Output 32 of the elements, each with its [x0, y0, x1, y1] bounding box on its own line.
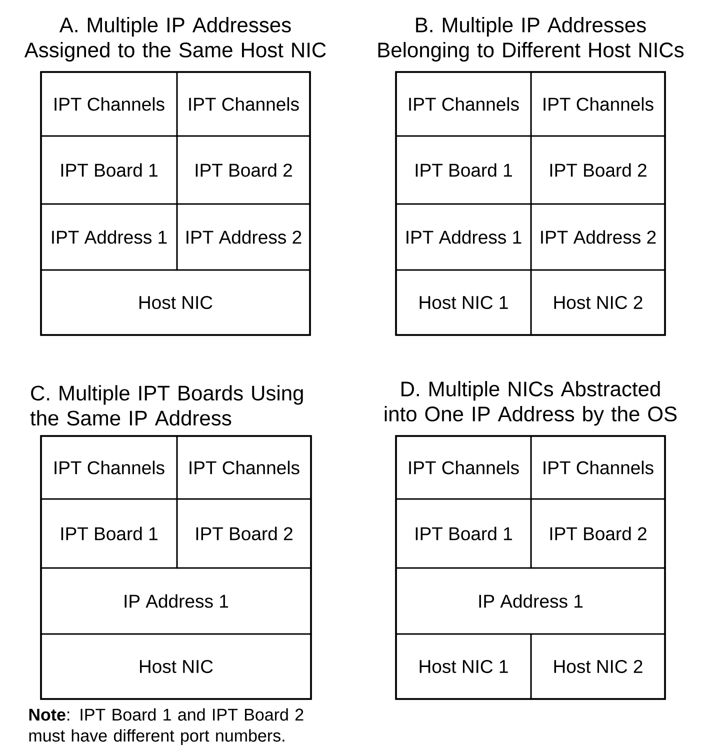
layer-box: IPT Channels [395, 71, 532, 137]
layer-box: Host NIC 2 [530, 269, 666, 336]
layer-box: Host NIC 2 [530, 633, 666, 700]
layer-box: IPT Board 2 [176, 135, 311, 205]
layer-box: IPT Address 1 [395, 203, 532, 271]
layer-box: IPT Channels [395, 435, 532, 500]
layer-box: IPT Address 1 [40, 203, 178, 271]
node-label: B. Multiple IP Addresses Belonging to Different Host NICs [378, 16, 684, 62]
layer-box: IPT Board 1 [40, 135, 178, 205]
layer-box: IPT Board 2 [530, 498, 666, 569]
layer-box: Host NIC [40, 633, 312, 700]
layer-box: IPT Board 1 [40, 498, 178, 569]
layer-box: IPT Board 2 [530, 135, 666, 205]
layer-box: IPT Channels [40, 71, 178, 137]
node-label: C. Multiple IPT Boards Using the Same IP Address [30, 385, 303, 426]
node-label: A. Multiple IP Addresses Assigned to the Same Host NIC [24, 16, 326, 62]
layer-box: IPT Channels [176, 71, 311, 137]
layer-box: IPT Channels [530, 71, 666, 137]
layer-box: IPT Address 2 [530, 203, 666, 271]
layer-box: IP Address 1 [40, 567, 312, 635]
layer-box: IPT Channels [176, 435, 312, 500]
layer-box: IPT Channels [530, 435, 666, 500]
layer-box: Host NIC 1 [395, 269, 532, 336]
layer-box: IPT Channels [40, 435, 178, 500]
layer-box: Host NIC 1 [395, 633, 532, 700]
layer-box: IPT Board 1 [395, 135, 532, 205]
layer-box: IPT Board 2 [176, 498, 312, 569]
node-label: D. Multiple NICs Abstracted into One IP Address by the OS [384, 381, 677, 426]
layer-box: IPT Address 2 [176, 203, 311, 271]
layer-box: IPT Board 1 [395, 498, 532, 569]
layer-box: Host NIC [40, 269, 311, 336]
layer-box: IP Address 1 [395, 567, 666, 635]
